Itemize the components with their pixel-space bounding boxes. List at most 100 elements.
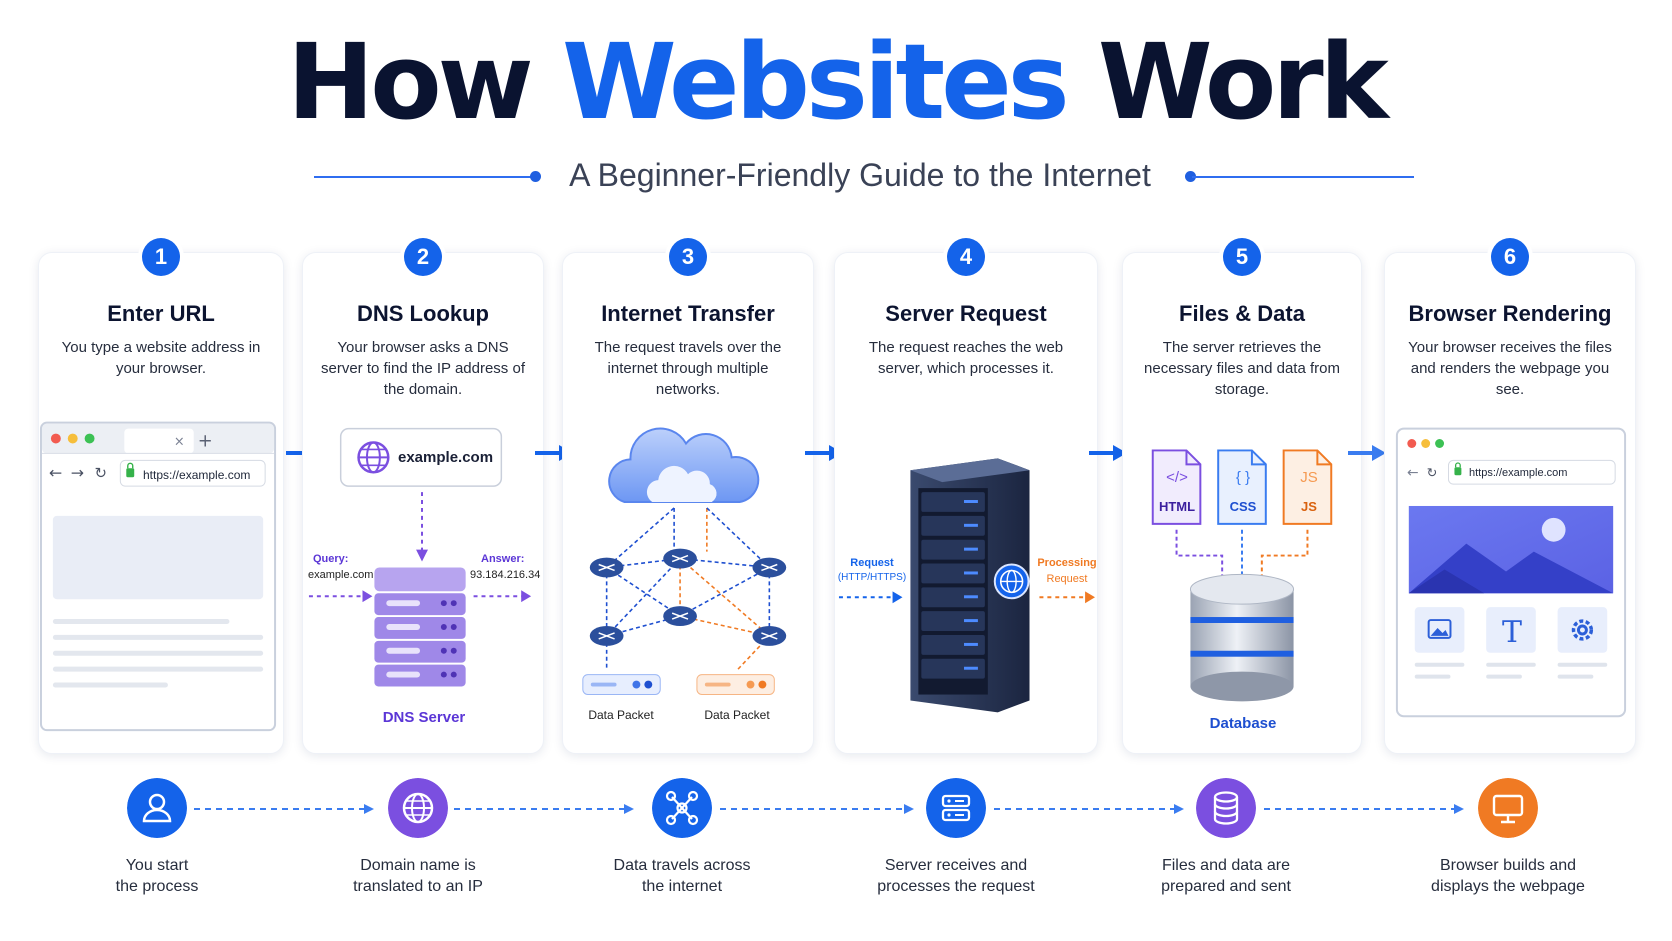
html-file-label: HTML [1158,499,1196,514]
css-file-glyph: { } [1235,469,1251,486]
flow-label-line: the process [115,878,199,895]
page-title: How Websites Work [0,30,1672,134]
address-bar-url[interactable]: https://example.com [143,468,251,482]
subtitle-dot-right [1185,171,1196,182]
step-number-badge: 6 [1491,238,1529,276]
flow-label-line: translated to an IP [353,878,483,895]
svg-text:↻: ↻ [95,464,107,482]
flow-label-server: Server receives and processes the reques… [846,855,1066,897]
step-card-files-data: 5 Files & Data The server retrieves the … [1122,238,1362,754]
web-server-illustration [838,458,1096,713]
flow-connector [720,804,914,814]
step-description: Your browser receives the files and rend… [1408,339,1612,398]
flow-label-line: the internet [641,878,723,895]
packet-right [696,674,775,695]
step-description: You type a website address in your brows… [61,339,261,377]
subtitle-line-left [314,176,534,178]
data-packet-label-left: Data Packet [588,708,654,722]
flow-label-line: Browser builds and [1439,857,1577,874]
image-icon [1427,619,1452,639]
title-websites: Websites [561,21,1070,143]
network-icon [652,778,712,838]
subtitle-dot-left [530,171,541,182]
page-subtitle: A Beginner-Friendly Guide to the Interne… [569,157,1151,193]
step-title: Browser Rendering [1408,301,1612,326]
cloud-icon [608,427,760,503]
subtitle-row: A Beginner-Friendly Guide to the Interne… [0,157,1672,197]
title-how: How [287,21,534,143]
user-icon [127,778,187,838]
step-description: The request travels over the internet th… [594,339,782,398]
text-block-icon: T [1501,615,1522,650]
dns-illustration [308,427,532,687]
processing-request-label: Request [1046,573,1088,585]
flow-label-line: Files and data are [1161,857,1291,874]
flow-label-line: prepared and sent [1161,878,1291,895]
flow-label-line: processes the request [877,878,1035,895]
subtitle-line-right [1192,176,1414,178]
html-file-icon [1151,449,1202,525]
monitor-icon [1478,778,1538,838]
network-illustration [582,427,787,695]
css-file-label: CSS [1229,499,1257,514]
database-label: Database [1209,715,1277,732]
svg-text:×: × [174,434,185,449]
flow-label-dns: Domain name is translated to an IP [308,855,528,897]
flow-connector [1264,804,1464,814]
step-card-browser-rendering: 6 Browser Rendering Your browser receive… [1384,238,1636,754]
step-title: Internet Transfer [601,301,775,326]
step-description: The server retrieves the necessary files… [1144,339,1340,398]
request-protocol-label: (HTTP/HTTPS) [837,572,907,583]
step-number-badge: 1 [142,238,180,276]
arrow-right-icon [1348,445,1386,461]
answer-value: 93.184.216.34 [470,569,541,581]
arrow-right-icon [1089,445,1127,461]
step-title: Server Request [885,301,1047,326]
svg-text:←: ← [49,463,62,482]
js-file-icon [1282,449,1333,525]
html-file-glyph: </> [1166,469,1188,486]
flow-label-transfer: Data travels across the internet [572,855,792,897]
step-title: Files & Data [1179,301,1305,326]
answer-label: Answer: [481,553,525,565]
domain-name-box: example.com [398,449,494,466]
step-number-badge: 3 [669,238,707,276]
flow-label-files: Files and data are prepared and sent [1116,855,1336,897]
browser-window-illustration: × + ← → ↻ [39,421,277,732]
request-label: Request [850,557,894,569]
step-description: Your browser asks a DNS server to find t… [320,339,525,398]
step-card-enter-url: 1 Enter URL You type a website address i… [38,238,284,754]
globe-icon [388,778,448,838]
svg-text:→: → [71,463,84,482]
flow-label-line: You start [125,857,189,874]
title-work: Work [1097,21,1389,143]
step-title: DNS Lookup [357,301,489,326]
files-database-illustration [1151,449,1333,702]
step-title: Enter URL [107,301,215,326]
hero-image [1408,505,1614,594]
flow-connector [994,804,1184,814]
gear-icon [1571,619,1594,641]
database-icon [1196,778,1256,838]
svg-text:↻: ↻ [1427,466,1438,481]
step-card-internet-transfer: 3 Internet Transfer The request travels … [562,238,814,754]
query-label: Query: [313,553,349,565]
svg-text:←: ← [1407,465,1419,481]
processing-label: Processing [1037,557,1097,569]
server-icon [926,778,986,838]
step-card-server-request: 4 Server Request The request reaches the… [834,238,1098,754]
js-file-glyph: JS [1300,469,1318,486]
svg-text:+: + [198,430,213,451]
step-description: The request reaches the web server, whic… [868,339,1064,377]
flow-label-line: Data travels across [613,857,751,874]
css-file-icon [1217,449,1267,525]
dns-server-stack [374,567,466,687]
globe-icon [993,563,1030,600]
flow-connector [454,804,634,814]
flow-label-line: displays the webpage [1431,878,1585,895]
flow-connector [194,804,374,814]
js-file-label: JS [1301,499,1317,514]
dns-server-label: DNS Server [382,709,466,726]
address-bar-url[interactable]: https://example.com [1469,467,1568,479]
rendered-webpage-illustration: ← ↻ [1395,427,1627,718]
